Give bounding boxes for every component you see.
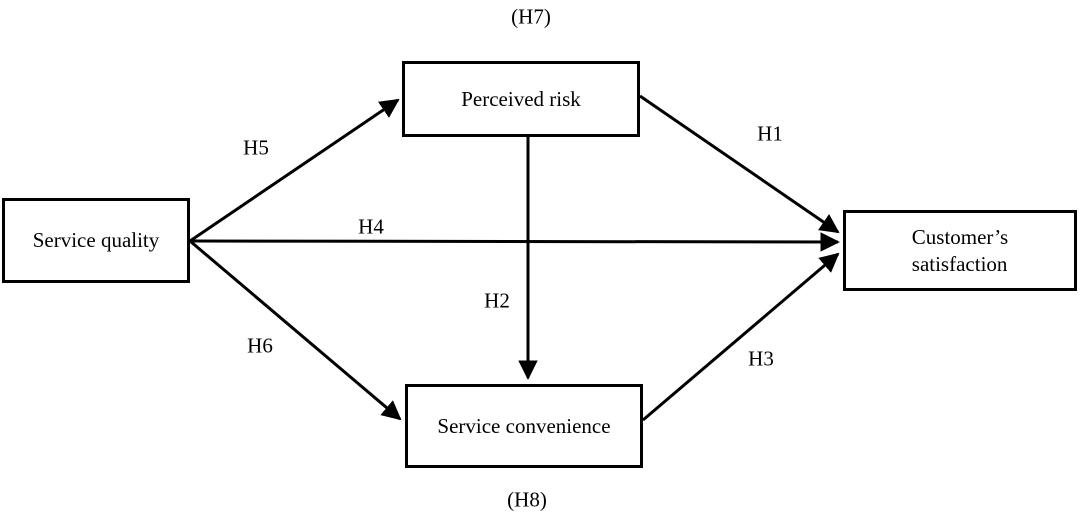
- node-customer-satisfaction-label: Customer’s satisfaction: [912, 224, 1008, 277]
- node-perceived-risk: Perceived risk: [402, 61, 640, 137]
- edge-h1-arrow: [639, 94, 840, 234]
- edge-label-h5: H5: [243, 135, 269, 160]
- node-customer-satisfaction: Customer’s satisfaction: [843, 210, 1077, 291]
- node-service-quality-label: Service quality: [32, 228, 160, 253]
- edge-label-h2: H2: [484, 288, 510, 313]
- edge-label-h4: H4: [358, 214, 384, 239]
- edge-label-h1: H1: [757, 121, 783, 146]
- edge-label-h3: H3: [748, 346, 774, 371]
- edge-h6-arrow: [189, 239, 402, 421]
- edge-h3-arrow: [642, 252, 840, 422]
- node-customer-satisfaction-line1: Customer’s: [911, 225, 1009, 250]
- node-service-quality: Service quality: [2, 198, 190, 283]
- node-customer-satisfaction-line2: satisfaction: [911, 251, 1008, 276]
- annotation-h8: (H8): [507, 487, 547, 512]
- edge-label-h6: H6: [247, 333, 273, 358]
- node-service-convenience: Service convenience: [405, 384, 643, 468]
- node-perceived-risk-label: Perceived risk: [461, 86, 581, 111]
- node-service-convenience-label: Service convenience: [437, 413, 611, 438]
- edge-h4-arrow: [189, 232, 840, 252]
- annotation-h7: (H7): [511, 4, 551, 29]
